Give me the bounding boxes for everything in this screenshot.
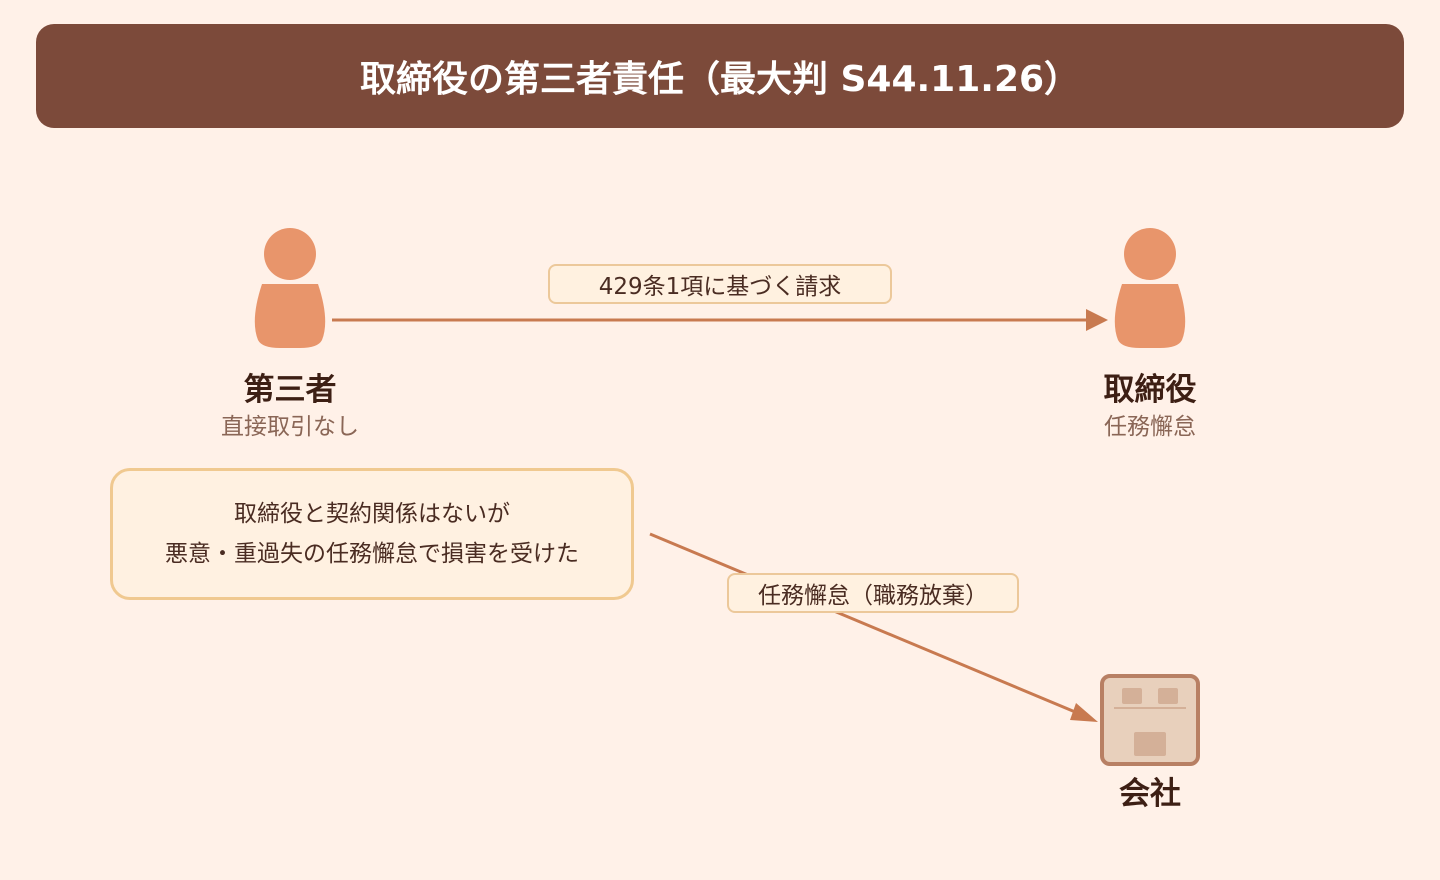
note-line: 悪意・重過失の任務懈怠で損害を受けた bbox=[165, 541, 579, 567]
third-party-name: 第三者 bbox=[243, 372, 337, 408]
person-icon-director bbox=[1114, 228, 1186, 348]
note-line: 取締役と契約関係はないが bbox=[234, 501, 510, 527]
director-sub: 任務懈怠 bbox=[1104, 414, 1196, 440]
person-icon-third-party bbox=[254, 228, 326, 348]
claim-arrow bbox=[332, 309, 1108, 331]
note-box: 取締役と契約関係はないが 悪意・重過失の任務懈怠で損害を受けた bbox=[110, 468, 634, 600]
company-name: 会社 bbox=[1119, 776, 1181, 812]
page-title: 取締役の第三者責任（最大判 S44.11.26） bbox=[36, 24, 1404, 128]
building-icon bbox=[1100, 674, 1200, 766]
claim-arrow-label: 429条1項に基づく請求 bbox=[548, 264, 892, 304]
director-name: 取締役 bbox=[1103, 372, 1197, 408]
duty-arrow-label: 任務懈怠（職務放棄） bbox=[727, 573, 1019, 613]
duty-arrow bbox=[649, 532, 1098, 722]
third-party-sub: 直接取引なし bbox=[221, 414, 359, 440]
